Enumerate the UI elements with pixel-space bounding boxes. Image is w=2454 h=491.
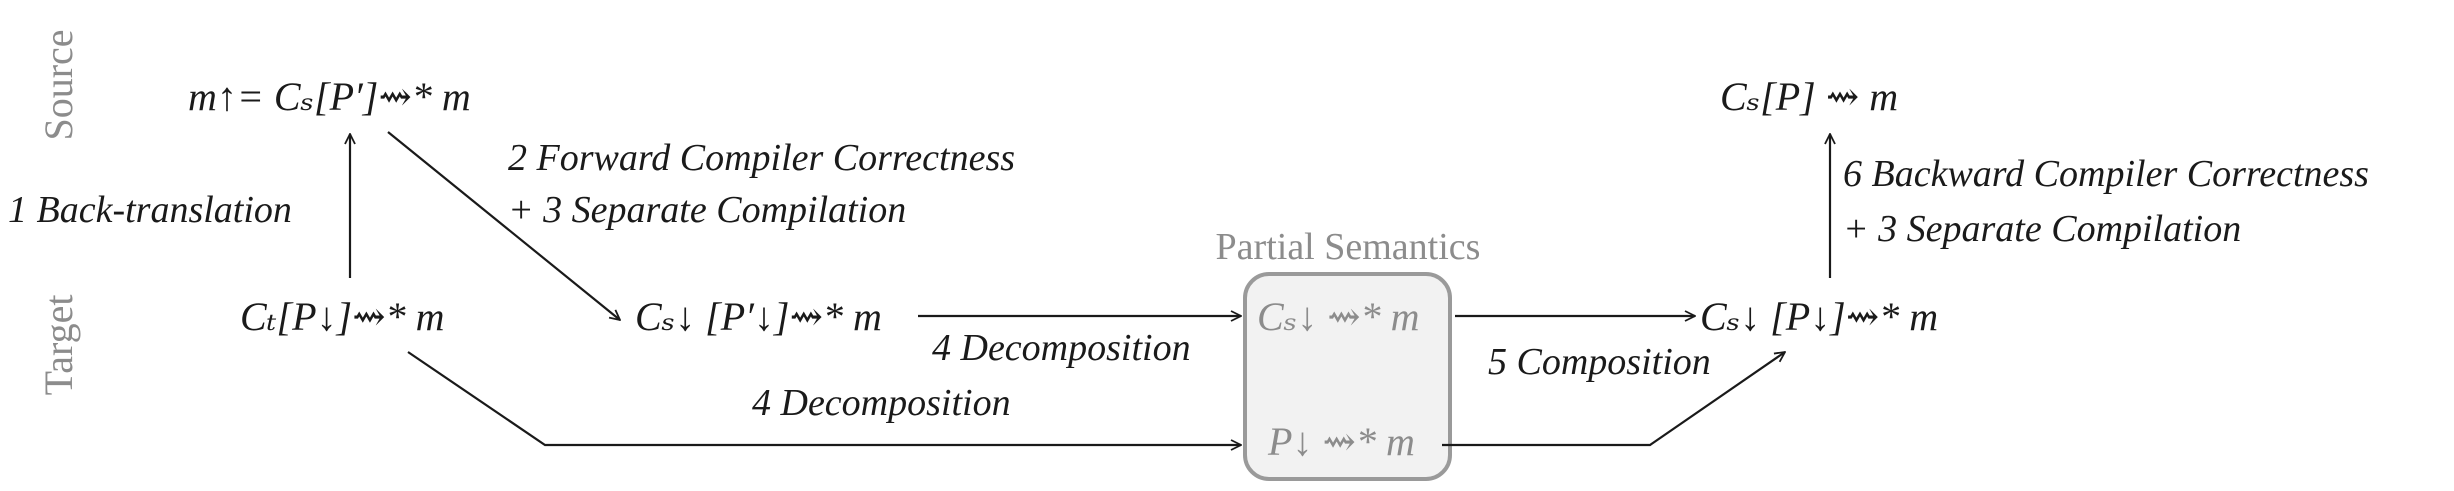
source-backtranslated-node: m↑= Cₛ[P′]⇝* m [188,74,471,119]
partial-context-node: Cₛ↓ ⇝* m [1257,294,1420,339]
decomposition-top-label: 4 Decomposition [932,327,1191,369]
partial-semantics-label: Partial Semantics [1216,226,1481,268]
decomposition-bottom-arrow [407,351,1241,445]
source-side-label: Source [36,29,81,140]
separate-compilation-label-left: + 3 Separate Compilation [508,189,906,231]
forward-correctness-arrow [387,131,620,320]
separate-compilation-label-right: + 3 Separate Compilation [1843,208,2241,250]
composition-label: 5 Composition [1488,341,1711,383]
target-compiled-node: Cₜ[P↓]⇝* m [240,294,445,339]
decomposition-bottom-label: 4 Decomposition [752,382,1011,424]
target-side-label: Target [36,295,81,396]
backward-correctness-label: 6 Backward Compiler Correctness [1843,153,2369,195]
back-translation-label: 1 Back-translation [8,189,292,231]
forward-correctness-label: 2 Forward Compiler Correctness [508,137,1015,179]
composition-bottom-arrow [1442,352,1785,447]
source-result-node: Cₛ[P] ⇝ m [1720,74,1898,119]
target-composed-node: Cₛ↓ [P↓]⇝* m [1700,294,1938,339]
target-separate-node: Cₛ↓ [P′↓]⇝* m [635,294,882,339]
partial-semantics-box [1243,272,1452,481]
partial-program-node: P↓ ⇝* m [1267,419,1415,464]
